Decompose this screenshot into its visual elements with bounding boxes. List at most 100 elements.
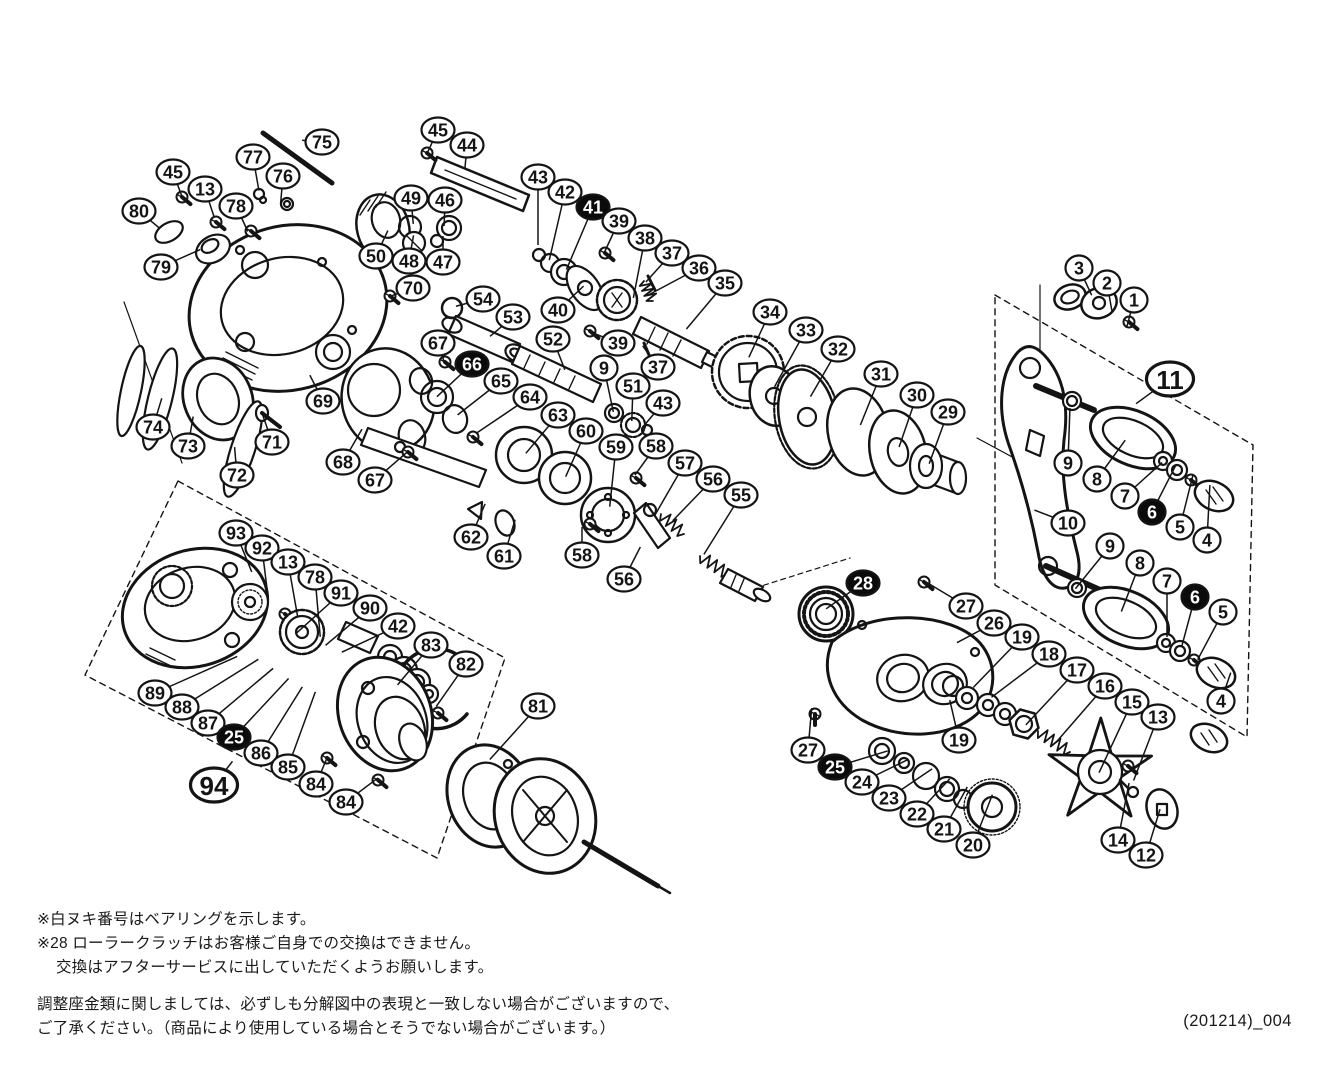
callout-88: 88 <box>164 693 200 721</box>
callout-9: 9 <box>1053 449 1083 477</box>
callout-87: 87 <box>190 709 226 737</box>
svg-text:20: 20 <box>963 836 983 856</box>
svg-text:5: 5 <box>1218 603 1228 623</box>
callout-5: 5 <box>1165 513 1195 541</box>
callout-17: 17 <box>1059 656 1095 684</box>
callout-78: 78 <box>218 192 254 220</box>
callout-72: 72 <box>219 461 255 489</box>
svg-text:91: 91 <box>331 584 351 604</box>
svg-text:87: 87 <box>198 714 218 734</box>
callout-2: 2 <box>1092 269 1122 297</box>
svg-text:58: 58 <box>572 546 592 566</box>
svg-text:23: 23 <box>879 789 899 809</box>
svg-text:79: 79 <box>151 258 171 278</box>
svg-text:56: 56 <box>703 470 723 490</box>
svg-text:75: 75 <box>312 133 332 153</box>
callout-4: 4 <box>1206 687 1236 715</box>
svg-text:70: 70 <box>403 279 423 299</box>
svg-text:7: 7 <box>1162 572 1172 592</box>
callout-51: 51 <box>615 372 651 400</box>
svg-text:2: 2 <box>1102 274 1112 294</box>
callout-38: 38 <box>627 224 663 252</box>
svg-text:13: 13 <box>278 553 298 573</box>
svg-text:7: 7 <box>1120 487 1130 507</box>
svg-text:71: 71 <box>262 433 282 453</box>
svg-text:5: 5 <box>1175 518 1185 538</box>
callout-77: 77 <box>235 143 271 171</box>
callout-41-bearing: 41 <box>575 193 611 221</box>
svg-text:90: 90 <box>360 599 380 619</box>
svg-text:84: 84 <box>336 793 356 813</box>
note-bearing: ※白ヌキ番号はベアリングを示します。 <box>37 911 316 928</box>
callout-90: 90 <box>352 594 388 622</box>
svg-text:6: 6 <box>1190 588 1200 608</box>
svg-text:86: 86 <box>251 744 271 764</box>
callout-78: 78 <box>297 563 333 591</box>
svg-text:94: 94 <box>200 771 229 801</box>
svg-text:92: 92 <box>252 539 272 559</box>
callout-84: 84 <box>328 788 364 816</box>
svg-text:25: 25 <box>224 728 244 748</box>
svg-text:19: 19 <box>1012 628 1032 648</box>
svg-text:84: 84 <box>306 775 326 795</box>
svg-text:19: 19 <box>949 731 969 751</box>
callout-42: 42 <box>547 178 583 206</box>
svg-text:51: 51 <box>623 377 643 397</box>
callout-20: 20 <box>955 831 991 859</box>
svg-text:21: 21 <box>934 820 954 840</box>
callout-73: 73 <box>170 432 206 460</box>
svg-text:10: 10 <box>1058 514 1078 534</box>
callout-66-bearing: 66 <box>454 350 490 378</box>
svg-text:13: 13 <box>1148 708 1168 728</box>
callout-39: 39 <box>600 329 636 357</box>
callout-62: 62 <box>453 523 489 551</box>
callout-83: 83 <box>413 631 449 659</box>
svg-text:66: 66 <box>462 355 482 375</box>
callout-5: 5 <box>1208 598 1238 626</box>
callout-37: 37 <box>654 239 690 267</box>
callout-58: 58 <box>638 432 674 460</box>
svg-text:18: 18 <box>1039 645 1059 665</box>
callout-75: 75 <box>304 128 340 156</box>
svg-text:44: 44 <box>457 136 477 156</box>
svg-text:4: 4 <box>1202 531 1212 551</box>
svg-text:56: 56 <box>614 570 634 590</box>
svg-text:58: 58 <box>646 437 666 457</box>
svg-text:9: 9 <box>1105 537 1115 557</box>
callout-54: 54 <box>465 285 501 313</box>
svg-text:15: 15 <box>1122 693 1142 713</box>
svg-text:39: 39 <box>608 334 628 354</box>
callout-13: 13 <box>270 548 306 576</box>
svg-text:78: 78 <box>305 568 325 588</box>
callout-85: 85 <box>270 753 306 781</box>
svg-text:36: 36 <box>689 259 709 279</box>
callout-45: 45 <box>155 158 191 186</box>
svg-text:48: 48 <box>399 252 419 272</box>
svg-text:24: 24 <box>852 773 872 793</box>
callout-74: 74 <box>135 413 171 441</box>
svg-text:53: 53 <box>503 308 523 328</box>
callout-39: 39 <box>601 207 637 235</box>
callout-53: 53 <box>495 303 531 331</box>
callout-68: 68 <box>325 448 361 476</box>
svg-text:32: 32 <box>828 340 848 360</box>
callout-36: 36 <box>681 254 717 282</box>
callout-25-bearing: 25 <box>817 753 853 781</box>
svg-text:88: 88 <box>172 698 192 718</box>
callout-25-bearing: 25 <box>216 723 252 751</box>
callout-8: 8 <box>1082 465 1112 493</box>
svg-text:14: 14 <box>1108 831 1128 851</box>
svg-text:42: 42 <box>388 617 408 637</box>
callout-42: 42 <box>380 612 416 640</box>
svg-text:37: 37 <box>662 244 682 264</box>
callout-48: 48 <box>391 247 427 275</box>
callout-7: 7 <box>1110 482 1140 510</box>
svg-text:65: 65 <box>491 372 511 392</box>
svg-text:4: 4 <box>1216 692 1226 712</box>
svg-text:28: 28 <box>853 574 873 594</box>
svg-text:27: 27 <box>956 597 976 617</box>
svg-text:82: 82 <box>456 655 476 675</box>
svg-text:78: 78 <box>226 197 246 217</box>
callout-37: 37 <box>640 353 676 381</box>
